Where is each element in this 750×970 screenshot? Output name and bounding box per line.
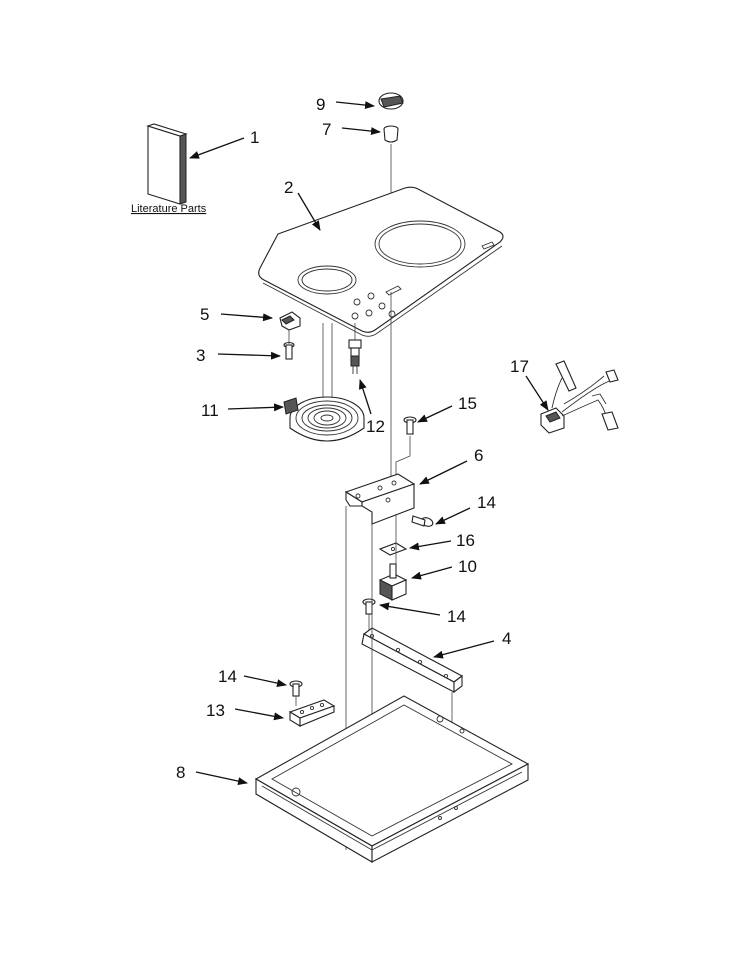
leader-6 (419, 460, 468, 485)
leader-16 (409, 540, 452, 551)
callout-14-bottom: 14 (218, 667, 237, 686)
callout-15: 15 (458, 394, 477, 413)
radiant-element (283, 396, 365, 442)
leader-5 (220, 313, 273, 322)
leader-4 (433, 640, 495, 659)
callout-7: 7 (322, 120, 331, 139)
literature-parts-label: Literature Parts (131, 203, 207, 215)
callout-5: 5 (200, 305, 209, 324)
screw-14-rail (362, 598, 376, 615)
small-bracket (288, 699, 336, 727)
small-burner-ring (297, 265, 357, 295)
switch-bracket (344, 473, 416, 525)
leader-14-rail (379, 602, 441, 616)
leader-10 (411, 566, 453, 580)
screw-15 (403, 416, 417, 435)
literature-booklet (146, 123, 188, 205)
mounting-clip (279, 311, 301, 331)
callout-6: 6 (474, 446, 483, 465)
callout-1: 1 (250, 128, 259, 147)
infinite-switch (378, 563, 408, 601)
callout-2: 2 (284, 178, 293, 197)
leader-1 (189, 137, 245, 159)
callout-16: 16 (456, 531, 475, 550)
leader-9 (335, 101, 375, 110)
screw-14-bracket (411, 515, 434, 527)
callout-14-bracket: 14 (477, 493, 496, 512)
callout-14-rail: 14 (447, 607, 466, 626)
callout-3: 3 (196, 346, 205, 365)
callout-4: 4 (502, 629, 511, 648)
callout-10: 10 (458, 557, 477, 576)
screw-14-bottom (289, 680, 303, 697)
callout-8: 8 (176, 763, 185, 782)
callout-13: 13 (206, 701, 225, 720)
leader-7 (341, 127, 381, 136)
leader-15 (417, 405, 453, 423)
leader-3 (217, 351, 281, 360)
callout-12: 12 (366, 417, 385, 436)
leader-8 (195, 771, 248, 786)
insulator-plate (378, 542, 408, 556)
large-burner-ring (374, 220, 466, 268)
leader-13 (234, 708, 284, 721)
leader-14-bottom (243, 675, 287, 688)
callout-17: 17 (510, 357, 529, 376)
wire-harness (540, 360, 619, 434)
leader-17 (525, 375, 549, 411)
control-knob (378, 92, 404, 110)
limiter-switch (348, 339, 362, 374)
leader-14-bracket (435, 507, 471, 525)
screw-3 (283, 341, 295, 360)
leader-12 (358, 379, 372, 415)
leader-11 (227, 403, 284, 412)
base-pan (254, 695, 530, 863)
knob-adapter (383, 125, 399, 143)
support-rail (361, 627, 464, 694)
callout-9: 9 (316, 95, 325, 114)
leader-2 (297, 192, 321, 231)
callout-11: 11 (201, 401, 219, 420)
